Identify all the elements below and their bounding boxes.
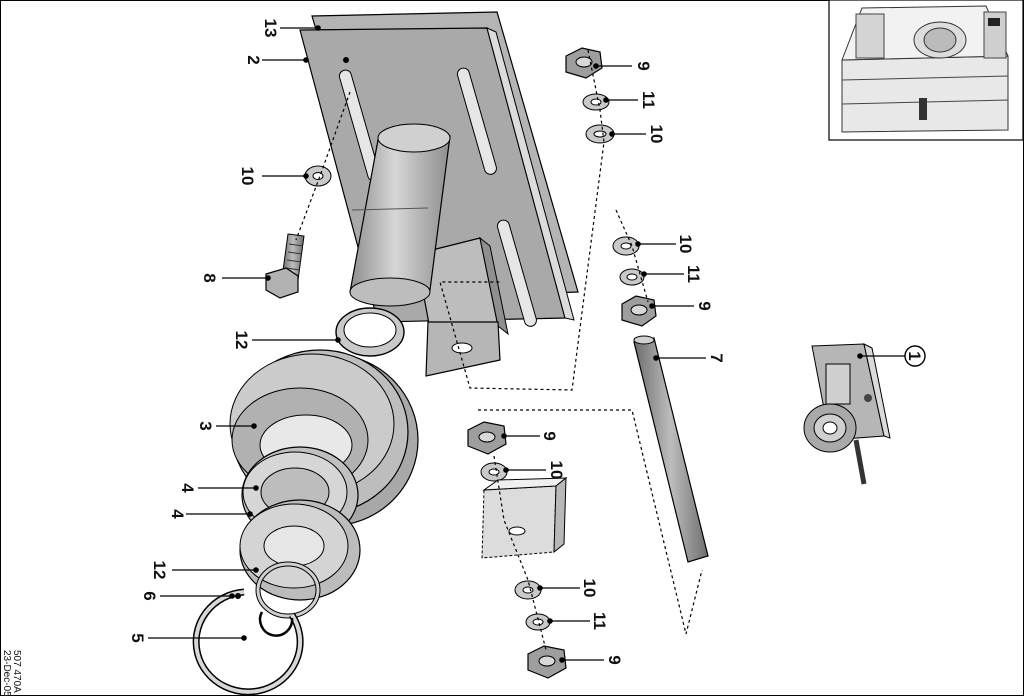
stamp-code: 507 470A xyxy=(11,650,22,693)
callout-4-b: 4 xyxy=(168,509,187,519)
callout-6: 6 xyxy=(140,591,159,600)
part-nut-9-c xyxy=(467,421,507,455)
callout-9-d: 9 xyxy=(605,655,624,664)
part-spindle xyxy=(349,123,451,307)
part-ring-12-lower xyxy=(255,561,321,619)
callout-9-a: 9 xyxy=(634,61,653,70)
part-bolt-8 xyxy=(265,233,305,299)
callout-5: 5 xyxy=(128,633,147,642)
callout-10-c: 10 xyxy=(676,235,695,254)
callout-11-b: 11 xyxy=(684,265,703,283)
assembly-dashed-lines xyxy=(295,49,703,651)
part-nut-9-a xyxy=(565,47,603,79)
part-circlip xyxy=(192,588,304,696)
callout-10-b: 10 xyxy=(647,125,666,144)
part-washer-10-e xyxy=(514,580,542,600)
callout-7: 7 xyxy=(707,353,726,362)
callout-labels: 13 2 10 8 12 3 4 4 12 6 5 9 11 10 10 11 … xyxy=(128,19,924,665)
part-washer-10-d xyxy=(480,462,508,482)
part-plate-block xyxy=(481,476,568,559)
part-bracket xyxy=(415,236,509,377)
part-nut-9-d xyxy=(527,645,567,679)
callout-10-e: 10 xyxy=(580,579,599,598)
callout-11-a: 11 xyxy=(639,91,658,109)
part-ring-12-top xyxy=(335,307,405,357)
callout-1: 1 xyxy=(905,351,924,360)
callout-9-b: 9 xyxy=(695,301,714,310)
callout-12-b: 12 xyxy=(150,561,169,580)
callout-2: 2 xyxy=(244,55,263,64)
part-washer-11-c xyxy=(525,613,551,631)
callout-10-d: 10 xyxy=(547,461,566,480)
part-washer-10-c xyxy=(612,236,640,256)
callout-10-a: 10 xyxy=(238,167,257,186)
stamp-date: 23-Dec-05 xyxy=(1,650,12,696)
part-washer-11-a xyxy=(582,93,610,111)
callout-12-a: 12 xyxy=(232,331,251,350)
inset-overview xyxy=(828,0,1024,141)
callout-13: 13 xyxy=(261,19,280,38)
part-threaded-rod-7 xyxy=(633,335,709,563)
part-nut-9-b xyxy=(621,295,657,327)
part-bearing-4-lower xyxy=(239,499,361,601)
callout-9-c: 9 xyxy=(540,431,559,440)
callout-4-a: 4 xyxy=(178,483,197,493)
part-washer-11-b xyxy=(619,268,645,286)
leader-lines xyxy=(148,25,926,663)
assembly-thumbnail-1 xyxy=(803,343,891,485)
callout-8: 8 xyxy=(200,273,219,282)
drawing-stamp: 23-Dec-05 507 470A xyxy=(1,650,22,696)
callout-11-c: 11 xyxy=(590,612,609,630)
callout-3: 3 xyxy=(196,421,215,430)
